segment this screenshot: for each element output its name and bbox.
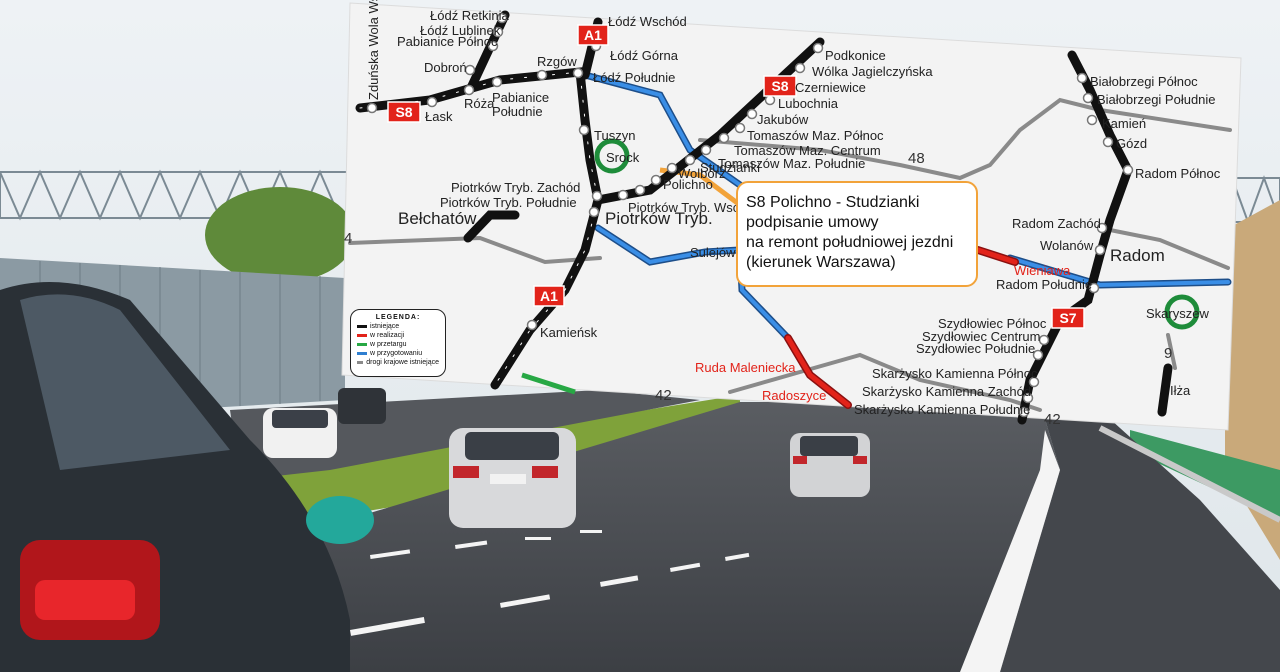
label-pabianice-poludnie-2: Południe: [492, 104, 543, 119]
label-radom-zachod: Radom Zachód: [1012, 216, 1101, 231]
road-number-9: 9: [1164, 345, 1172, 362]
car-white-suv: [263, 408, 337, 458]
planned-roads: [581, 71, 1232, 342]
national-roads: [348, 97, 1232, 412]
s7-shield: S7: [1051, 307, 1085, 329]
label-radom-polnoc: Radom Północ: [1135, 166, 1221, 181]
label-podkonice: Podkonice: [825, 48, 886, 63]
label-lask: Łask: [425, 109, 453, 124]
label-rzgow: Rzgów: [537, 54, 577, 69]
label-studzianki: Studzianki: [700, 160, 760, 175]
label-srock: Srock: [606, 150, 640, 165]
svg-text:S7: S7: [1059, 310, 1076, 326]
tree: [205, 187, 355, 283]
label-tomaszow-poludnie: Tomaszów Maz. Południe: [718, 156, 865, 171]
label-gozd: Gózd: [1116, 136, 1147, 151]
callout-line-4: (kierunek Warszawa): [746, 254, 896, 271]
road-number-48: 48: [908, 150, 925, 167]
label-lodz-poludnie: Łódź Południe: [593, 70, 675, 85]
label-piotrkow-wschod: Piotrków Tryb. Wschód: [628, 200, 761, 215]
label-wolka: Wólka Jagielczyńska: [812, 64, 933, 79]
label-dobron: Dobroń: [424, 60, 467, 75]
interchange-nodes: [366, 12, 1134, 418]
label-lodz-gorna: Łódź Górna: [610, 48, 679, 63]
label-ilza: Iłża: [1170, 383, 1191, 398]
label-skarzysko-zachod: Skarżysko Kamienna Zachód: [862, 384, 1031, 399]
label-radom-poludnie: Radom Południe: [996, 277, 1092, 292]
label-tomaszow-centrum: Tomaszów Maz. Centrum: [734, 143, 881, 158]
s8-contract-callout: S8 Polichno - Studzianki podpisanie umow…: [736, 181, 978, 287]
label-lodz-wschod: Łódź Wschód: [608, 14, 687, 29]
label-piotrkow: Piotrków Tryb.: [605, 209, 713, 228]
s8-shield-mid: S8: [763, 75, 797, 97]
label-skarzysko-polnoc: Skarżysko Kamienna Północ: [872, 366, 1038, 381]
label-kamien: Kamień: [1102, 116, 1146, 131]
label-szydlowiec-polnoc: Szydłowiec Północ: [938, 316, 1047, 331]
car-dark: [338, 388, 386, 424]
label-zdunska-wola: Zduńska Wola Wschód: [366, 0, 381, 100]
label-szydlowiec-centrum: Szydłowiec Centrum: [922, 329, 1041, 344]
a1-shield-top: A1: [577, 24, 609, 46]
label-czerniewice: Czerniewice: [795, 80, 866, 95]
label-lodz-lublinek: Łódź Lublinek: [420, 23, 501, 38]
label-tuszyn: Tuszyn: [594, 128, 635, 143]
label-polichno: Polichno: [663, 177, 713, 192]
legend-item: w realizacji: [357, 331, 439, 340]
label-skaryszew: Skaryszew: [1146, 306, 1209, 321]
label-jakubow: Jakubów: [757, 112, 809, 127]
legend-item: w przetargu: [357, 340, 439, 349]
label-lubochnia: Lubochnia: [778, 96, 839, 111]
label-radom: Radom: [1110, 246, 1165, 265]
callout-line-2: podpisanie umowy: [746, 214, 879, 231]
a1-shield-bottom: A1: [533, 285, 565, 307]
label-bialobrzegi-poludnie: Białobrzegi Południe: [1097, 92, 1216, 107]
label-szydlowiec-poludnie: Szydłowiec Południe: [916, 341, 1035, 356]
label-sulejow: Sulejów: [690, 245, 736, 260]
label-piotrkow-poludnie: Piotrków Tryb. Południe: [440, 195, 577, 210]
road-number-4: 4: [344, 230, 352, 247]
legend-title: LEGENDA:: [375, 314, 421, 321]
legend-item: drogi krajowe istniejące: [357, 358, 439, 367]
label-pabianice-polnoc: Pabianice Północ: [397, 34, 498, 49]
label-tomaszow-polnoc: Tomaszów Maz. Północ: [747, 128, 884, 143]
roads-in-tender: [521, 372, 576, 395]
svg-text:S8: S8: [771, 78, 788, 94]
label-kamiensk: Kamieńsk: [540, 325, 598, 340]
legend-item: istniejące: [357, 322, 439, 331]
road-right: [1000, 402, 1280, 672]
callout-line-1: S8 Polichno - Studzianki: [746, 194, 920, 211]
map-legend: LEGENDA: istniejące w realizacji w przet…: [350, 309, 446, 377]
callout-line-3: na remont południowej jezdni: [746, 234, 954, 251]
label-wolborz: Wolbórz: [678, 166, 725, 181]
label-ruda-maleniecka: Ruda Maleniecka: [695, 360, 796, 375]
label-radoszyce: Radoszyce: [762, 388, 826, 403]
label-wieniawa: Wieniawa: [1014, 263, 1071, 278]
label-skarzysko-poludnie: Skarżysko Kamienna Południe: [854, 402, 1030, 417]
label-wolanow: Wolanów: [1040, 238, 1094, 253]
label-roza: Róża: [464, 96, 495, 111]
label-belchatow: Bełchatów: [398, 209, 477, 228]
svg-text:A1: A1: [584, 27, 602, 43]
label-lodz-retkinia: Łódź Retkinia: [430, 8, 510, 23]
svg-text:S8: S8: [395, 104, 412, 120]
car-silver-skoda: [790, 433, 870, 497]
car-silver-mercedes: [449, 428, 576, 528]
legend-item: w przygotowaniu: [357, 349, 439, 358]
label-bialobrzegi-polnoc: Białobrzegi Północ: [1090, 74, 1198, 89]
road-number-42-left: 42: [655, 387, 672, 404]
svg-text:A1: A1: [540, 288, 558, 304]
road-number-42-right: 42: [1044, 411, 1061, 428]
label-piotrkow-zachod: Piotrków Tryb. Zachód: [451, 180, 580, 195]
roads-under-construction: [784, 246, 1019, 409]
label-pabianice-poludnie: Pabianice: [492, 90, 549, 105]
s8-shield-left: S8: [387, 101, 421, 123]
guard-rail: [1098, 425, 1280, 523]
city-ring-icons: [594, 138, 1200, 330]
car-foreground: [0, 282, 374, 672]
